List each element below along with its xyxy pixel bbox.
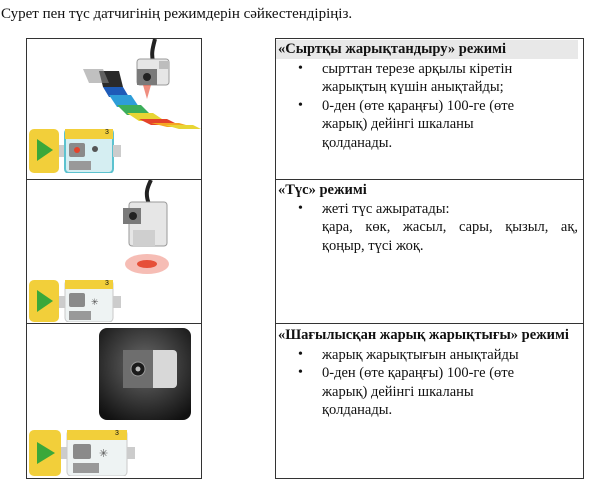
ev3-program-block: 3 <box>29 128 125 174</box>
mode-title: «Сыртқы жарықтандыру» режимі <box>276 40 578 59</box>
port-label: 3 <box>115 430 119 437</box>
mode-bullet: сырттан терезе арқылы кіретін жарықтың к… <box>278 60 528 97</box>
row-divider-1-left <box>26 179 201 180</box>
table-border-bottom-right <box>275 478 583 479</box>
start-icon <box>37 139 53 161</box>
ev3-program-block: ✳ 3 <box>29 429 139 477</box>
svg-text:✳: ✳ <box>91 298 99 308</box>
table-border-top-right <box>275 38 583 39</box>
reflected-light-illustration <box>99 328 191 420</box>
sensor-closeup-image: ✳ 3 <box>27 324 201 478</box>
mode-bullet-list: жарық жарықтығын анықтайды 0-ден (өте қа… <box>278 346 580 420</box>
mode-cell-color: «Түс» режимі жеті түс ажыратады: қара, к… <box>278 181 580 255</box>
port-label: 3 <box>105 280 109 287</box>
mode-bullet: жеті түс ажыратады: <box>278 200 580 219</box>
color-mode-illustration <box>123 180 169 274</box>
instruction: Сурет пен түс датчигінің режимдерін сәйк… <box>1 6 353 22</box>
mode-bullet-list: сырттан терезе арқылы кіретін жарықтың к… <box>278 60 580 153</box>
table-border-top <box>26 38 201 39</box>
row-divider-2-left <box>26 323 201 324</box>
mode-bullet-continuation: қара, көк, жасыл, сары, қызыл, ақ, қоңыр… <box>322 219 578 254</box>
right-col-border-left <box>275 38 276 479</box>
row-divider-2-right <box>275 323 583 324</box>
start-icon <box>37 290 53 312</box>
mode-title: «Шағылысқан жарық жарықтығы» режимі <box>278 327 569 343</box>
svg-text:✳: ✳ <box>99 447 108 460</box>
start-icon <box>37 442 55 464</box>
sensor-over-color-strip-image: 3 <box>27 39 201 179</box>
color-strip-illustration <box>83 39 201 129</box>
mode-cell-reflected-light: «Шағылысқан жарық жарықтығы» режимі жары… <box>278 326 580 420</box>
left-col-border-left <box>26 38 27 479</box>
mode-title: «Түс» режимі <box>278 182 367 198</box>
ev3-program-block: ✳ 3 <box>29 279 125 323</box>
left-col-border-right <box>201 38 202 479</box>
table-border-bottom-left <box>26 478 201 479</box>
sensor-red-light-image: ✳ 3 <box>27 180 201 323</box>
row-divider-1-right <box>275 179 583 180</box>
mode-cell-ambient-light: «Сыртқы жарықтандыру» режимі сырттан тер… <box>276 40 580 153</box>
mode-bullet: жарық жарықтығын анықтайды <box>278 346 568 365</box>
port-label: 3 <box>105 129 109 136</box>
mode-bullet: 0-ден (өте қараңғы) 100-ге (өте жарық) д… <box>278 97 528 153</box>
right-col-border-right <box>583 38 584 479</box>
mode-bullet-list: жеті түс ажыратады: <box>278 200 580 219</box>
mode-bullet: 0-ден (өте қараңғы) 100-ге (өте жарық) д… <box>278 364 528 420</box>
